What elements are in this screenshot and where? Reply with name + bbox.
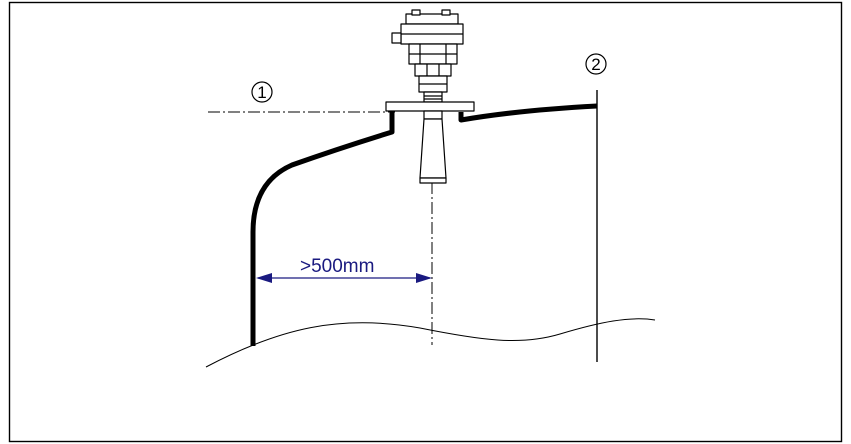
break-line: [205, 318, 656, 368]
tank-wall-left: [250, 112, 395, 346]
callout-2-circle: [585, 53, 607, 75]
tank-roof-right: [458, 103, 598, 123]
radar-level-sensor-icon: [385, 9, 475, 184]
callout-1: 1: [251, 81, 273, 103]
distance-label: >500mm: [300, 256, 374, 277]
callout-2-label: 2: [591, 55, 600, 74]
callout-1-label: 1: [257, 83, 266, 102]
distance-dimension: [256, 273, 432, 283]
callout-1-circle: [251, 81, 273, 103]
diagram-frame: [8, 1, 843, 443]
callout-2: 2: [585, 53, 607, 75]
